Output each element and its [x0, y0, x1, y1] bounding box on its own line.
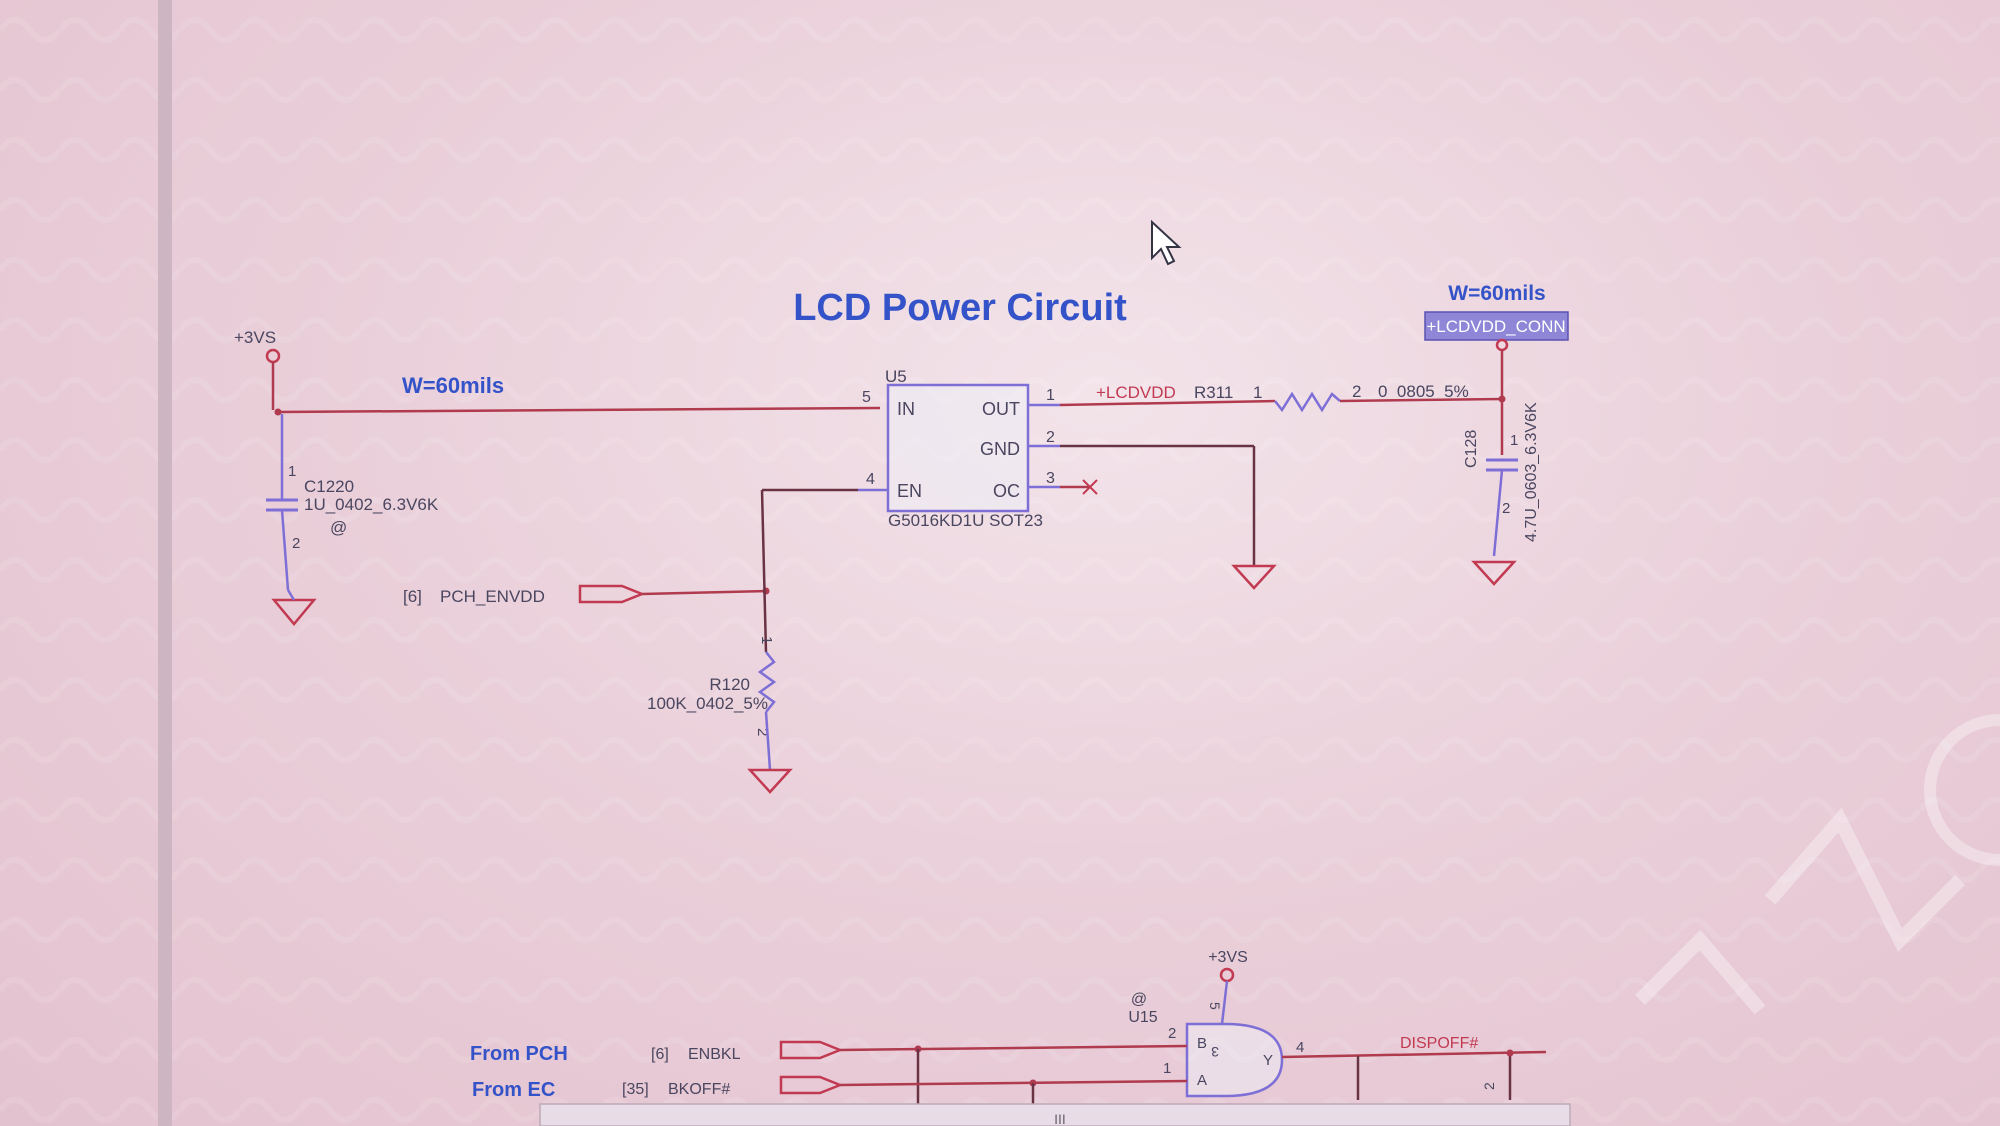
ground-icon — [1231, 564, 1277, 590]
input-wire — [277, 406, 881, 414]
connector-label: +LCDVDD_CONN — [1426, 317, 1565, 336]
cap-value-c128: 4.7U_0603_6.3V6K — [1523, 402, 1540, 542]
cap-value-c1220: 1U_0402_6.3V6K — [304, 495, 439, 514]
watermark-logo — [1635, 714, 2000, 1015]
gate-ref: U15 — [1128, 1009, 1157, 1026]
svg-text:1: 1 — [1046, 387, 1055, 404]
width-note-right: W=60mils — [1448, 282, 1545, 305]
net-bkoff: BKOFF# — [668, 1081, 730, 1098]
svg-text:A: A — [1197, 1072, 1207, 1089]
power-label-3vs: +3VS — [234, 328, 276, 347]
svg-text:B: B — [1197, 1035, 1207, 1052]
horizontal-scrollbar[interactable]: III — [539, 1103, 1571, 1126]
svg-text:3: 3 — [1046, 470, 1055, 487]
svg-text:+3VS: +3VS — [1208, 949, 1248, 966]
scrollbar-grip[interactable]: III — [1054, 1111, 1066, 1126]
resistor-r120-icon — [757, 651, 777, 713]
svg-text:OC: OC — [993, 481, 1020, 501]
mouse-pointer-icon — [1151, 219, 1182, 266]
input-source-ec: From EC — [472, 1079, 555, 1101]
svg-text:[6]: [6] — [651, 1046, 669, 1063]
svg-text:2: 2 — [1502, 500, 1510, 517]
input-source-pch: From PCH — [470, 1043, 568, 1065]
enable-section: [6] PCH_ENVDD 1 R120 100K_0402_5% 2 — [403, 488, 858, 794]
and-gate-icon — [1185, 1022, 1284, 1098]
svg-text:4: 4 — [866, 471, 875, 488]
cap-ref-c1220: C1220 — [304, 477, 354, 496]
res-ref-r311: R311 — [1194, 383, 1233, 402]
res-value-r120: 100K_0402_5% — [647, 694, 768, 713]
svg-text:Y: Y — [1263, 1052, 1273, 1069]
no-connect-icon — [1082, 479, 1098, 495]
net-dispoff: DISPOFF# — [1400, 1035, 1478, 1052]
regulator-body — [886, 383, 1030, 513]
svg-text:IN: IN — [897, 399, 915, 419]
ground-icon — [747, 768, 793, 794]
svg-text:5: 5 — [862, 389, 871, 406]
connector-label-box — [1424, 311, 1569, 341]
svg-text:1: 1 — [1163, 1060, 1171, 1077]
net-pch-envdd: PCH_ENVDD — [440, 587, 545, 606]
bezel-edge — [158, 0, 172, 1126]
regulator-part: G5016KD1U SOT23 — [888, 511, 1043, 530]
scrollbar-track[interactable] — [539, 1103, 1571, 1126]
junction-dot — [274, 408, 282, 416]
junction-dot — [1506, 1049, 1514, 1057]
resistor-r311-icon — [1274, 391, 1341, 413]
svg-text:1: 1 — [288, 463, 296, 480]
input-port-icon — [779, 1040, 844, 1060]
output-section: +LCDVDD R311 1 2 0_0805_5% W=60mils +LCD… — [1059, 282, 1569, 586]
svg-text:EN: EN — [897, 481, 922, 501]
svg-text:2: 2 — [1481, 1082, 1497, 1090]
svg-text:@: @ — [1131, 991, 1147, 1008]
input-port-icon — [578, 584, 646, 604]
svg-text:3: 3 — [1211, 1044, 1219, 1060]
res-value-r311: 0_0805_5% — [1378, 382, 1469, 401]
svg-text:5: 5 — [1207, 1002, 1223, 1010]
regulator-u5: U5 IN OUT GND EN OC 5 1 2 4 3 G5016KD1U … — [858, 367, 1277, 590]
svg-text:1: 1 — [758, 636, 775, 644]
cap-ref-c128: C128 — [1463, 430, 1480, 468]
svg-text:2: 2 — [754, 728, 771, 736]
ground-icon — [1471, 560, 1517, 586]
left-power-rail: +3VS W=60mils 1 2 C1220 1U_0402_6.3V6K @ — [234, 328, 881, 626]
svg-text:[35]: [35] — [622, 1081, 649, 1098]
input-port-icon — [779, 1075, 844, 1095]
regulator-ref: U5 — [885, 367, 907, 386]
svg-text:2: 2 — [1046, 429, 1055, 446]
svg-text:2: 2 — [292, 535, 300, 552]
svg-text:1: 1 — [1253, 383, 1262, 402]
svg-text:[6]: [6] — [403, 587, 422, 606]
net-enbkl: ENBKL — [688, 1046, 741, 1063]
svg-text:2: 2 — [1168, 1025, 1176, 1042]
svg-text:2: 2 — [1352, 382, 1361, 401]
svg-text:GND: GND — [980, 439, 1020, 459]
gate-inputs: From PCH [6] ENBKL From EC [35] BKOFF# — [470, 1040, 1188, 1112]
svg-text:4: 4 — [1296, 1039, 1304, 1056]
net-lcdvdd: +LCDVDD — [1096, 383, 1176, 402]
gate-section: +3VS @ U15 B A Y 2 1 4 5 3 DISPOFF# 2 — [1128, 949, 1547, 1100]
svg-text:OUT: OUT — [982, 399, 1020, 419]
svg-text:1: 1 — [1510, 432, 1518, 449]
svg-text:@: @ — [330, 518, 347, 537]
res-ref-r120: R120 — [709, 675, 750, 694]
lcdvdd-wire — [1059, 399, 1276, 407]
page-title: LCD Power Circuit — [793, 287, 1127, 329]
width-note-left: W=60mils — [402, 373, 504, 398]
